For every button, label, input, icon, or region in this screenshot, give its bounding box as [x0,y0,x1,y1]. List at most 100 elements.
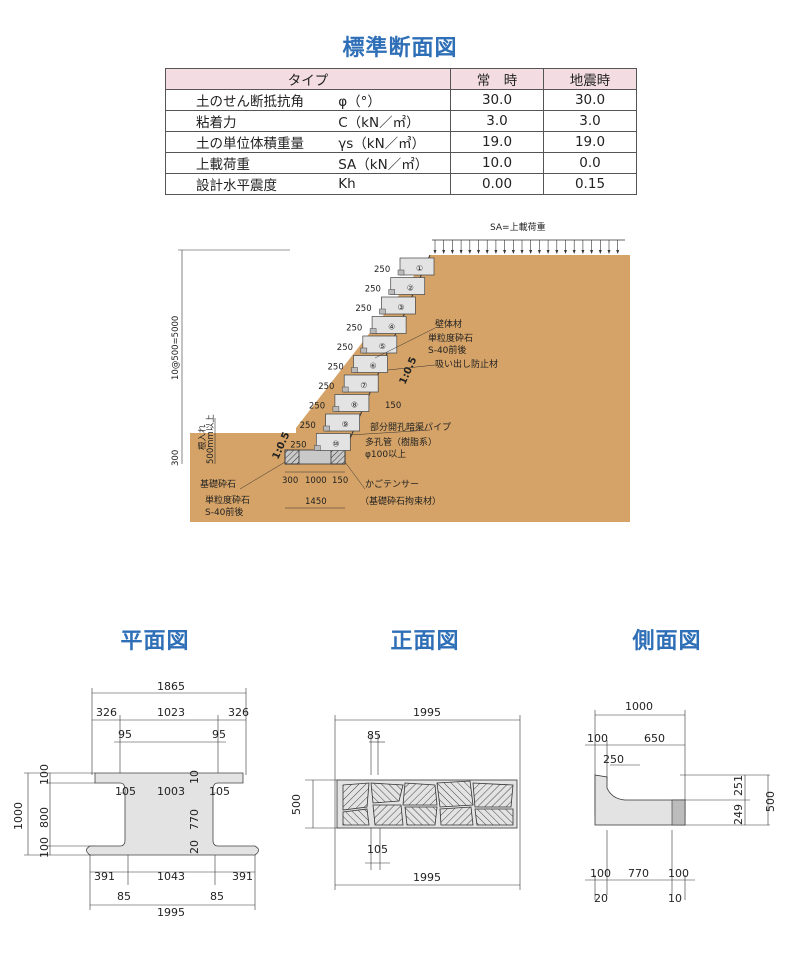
embed-sub-label: 500mm以上 [206,414,216,464]
plan-top-total: 1865 [157,680,185,693]
side-block-front-face [671,799,686,826]
side-block-shape [594,774,686,826]
plan-bottom-391-right: 391 [232,870,253,883]
plan-right-770: 770 [188,809,201,830]
plan-left-800: 800 [38,807,51,828]
side-bottom-100-left: 100 [590,867,611,880]
gabion-left [284,449,300,465]
load-arrow-head [572,250,576,254]
load-arrow-head [616,250,620,254]
row-symbol: SA（kN／㎡） [332,152,452,174]
row-symbol: Kh [332,173,452,195]
load-arrow-head [503,250,507,254]
load-arrow-head [494,250,498,254]
callout-line-base [239,461,286,490]
front-bottom-total: 1995 [413,871,441,884]
row-quake-value: 0.15 [543,173,637,195]
base-dim-1000: 1000 [305,476,327,486]
side-title: 側面図 [632,629,702,654]
plan-right-20: 20 [188,840,201,854]
load-arrow-head [598,250,602,254]
row-normal-value: 30.0 [450,89,544,111]
row-normal-value: 10.0 [450,152,544,174]
load-arrow-head [546,250,550,254]
block-number: ⑤ [379,342,386,351]
wall-material-sub1: 単粒度砕石 [428,332,473,344]
plan-95-left: 95 [118,728,132,741]
front-height: 500 [290,794,303,815]
pipe-sub2: φ100以上 [365,449,406,460]
block-number: ① [416,264,423,273]
row-label: 上載荷重 [165,152,333,174]
plan-left-100-top: 100 [38,764,51,785]
load-arrow-head [581,250,585,254]
base-dim-300: 300 [282,476,298,486]
block-number: ② [407,284,414,293]
gabion-sub-label: （基礎砕石拘束材） [360,495,441,507]
plan-bottom-1043: 1043 [157,870,185,883]
plan-bottom-85-right: 85 [210,890,224,903]
row-symbol: φ（°） [332,89,452,111]
plan-bottom-85-left: 85 [117,890,131,903]
plan-title: 平面図 [120,629,190,654]
block-number: ⑥ [370,362,377,371]
block-number: ③ [397,303,404,312]
side-height: 500 [764,791,777,812]
block-number: ⑨ [342,420,349,429]
step-dim: 250 [355,304,371,314]
callout-line-gabion [344,461,366,490]
load-arrow-head [564,250,567,254]
standard-section-diagram: ①250②250③250④250⑤250⑥250⑦250⑧250⑨250⑩250… [171,221,630,522]
load-arrow-head [537,250,541,254]
side-bottom-10: 10 [668,892,682,905]
base-stone-sub1: 単粒度砕石 [205,494,250,506]
step-dim: 250 [346,324,362,334]
front-dim-85: 85 [367,729,381,742]
side-top-total: 1000 [625,700,653,713]
table-header-row: タイプ 常 時 地震時 [165,68,637,90]
load-arrow-head [459,250,463,254]
load-arrow-head [477,250,480,254]
load-arrow-head [607,250,611,254]
header-normal: 常 時 [450,68,544,90]
base-300-label: 300 [171,450,181,466]
header-quake: 地震時 [543,68,637,90]
gabion-right [330,449,346,465]
plan-top-326-left: 326 [96,706,117,719]
load-arrow-head [555,250,559,254]
block-number: ⑩ [332,440,339,449]
header-type: タイプ [165,68,451,90]
load-arrow-head [590,250,594,254]
section-title: 標準断面図 [342,36,458,61]
base-total-label: 1450 [305,497,327,507]
gabion-label: かごテンサー [365,478,419,490]
plan-95-right: 95 [212,728,226,741]
pipe-sub1: 多孔管（樹脂系） [365,436,437,448]
side-right-251: 251 [732,775,745,796]
plan-view: 1865 326 1023 326 95 95 105 1003 105 100… [12,680,259,919]
step-dim: 250 [328,363,344,373]
block-number: ⑧ [351,401,358,410]
wall-block: ⑥ 250 [328,355,388,373]
plan-right-10: 10 [188,770,201,784]
front-title: 正面図 [390,629,460,654]
front-dim-105: 105 [367,843,388,856]
load-arrow-head [511,250,515,254]
front-top-total: 1995 [413,706,441,719]
pipe-label: 部分開孔暗渠パイプ [370,421,451,433]
side-bottom-770: 770 [628,867,649,880]
row-normal-value: 19.0 [450,131,544,153]
dim-150-upper: 150 [385,401,401,411]
plan-bottom-total: 1995 [157,906,185,919]
block-number: ⑦ [360,381,367,390]
load-arrow-head [442,250,446,254]
callout-line-pipe [349,429,431,436]
side-bottom-20: 20 [594,892,608,905]
